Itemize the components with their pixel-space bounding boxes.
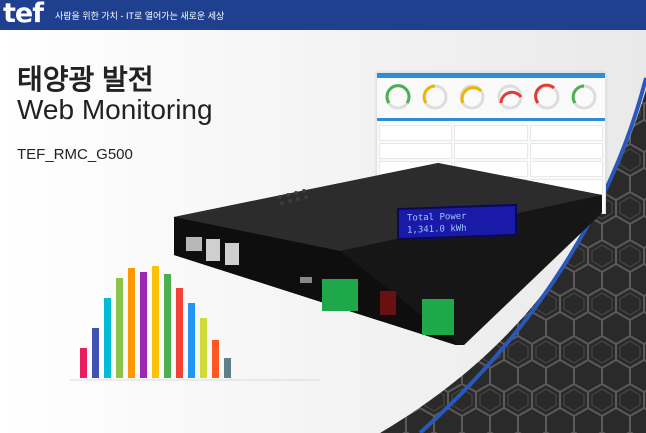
vent-grille: [278, 189, 308, 205]
bar-column: [92, 328, 99, 378]
title-korean: 태양광 발전: [17, 64, 154, 95]
dashboard-header: [377, 73, 605, 78]
gauge-icon: [385, 84, 411, 110]
usb-port: [206, 239, 220, 261]
device-top: [174, 163, 602, 251]
bar-column: [116, 278, 123, 378]
lcd-display: Total Power 1,341.0 kWh: [397, 203, 517, 241]
decorative-bar-graphic: [70, 266, 320, 381]
gauge-icon: [497, 84, 523, 110]
gauge-icon: [459, 84, 485, 110]
model-name: TEF_RMC_G500: [17, 146, 133, 163]
ethernet-port: [186, 237, 202, 251]
bar-column: [224, 358, 231, 378]
slogan: 사람을 위한 가치 - IT로 열어가는 새로운 세상: [55, 11, 225, 21]
blue-curve: [418, 77, 646, 433]
top-banner: tef 사람을 위한 가치 - IT로 열어가는 새로운 세상: [0, 0, 646, 30]
lcd-line: 1,341.0 kWh: [407, 223, 467, 236]
inverter-cell: [454, 143, 528, 159]
micro-usb-port: [300, 277, 312, 283]
terminal-block: [422, 299, 454, 335]
status-leds: [380, 291, 396, 315]
gauge-icon: [534, 83, 560, 110]
terminal-block: [322, 279, 358, 311]
inverter-cell: [529, 125, 603, 141]
inverter-cell: [529, 161, 603, 177]
bar-column: [176, 288, 183, 378]
bar-column: [212, 340, 219, 378]
bar-column: [140, 272, 147, 378]
gauge-row: [377, 78, 605, 116]
bar-column: [188, 303, 195, 378]
inverter-cell: [379, 125, 453, 141]
bar-column: [128, 268, 135, 378]
bar-column: [104, 298, 111, 378]
usb-port: [225, 243, 239, 265]
bar-column: [200, 318, 207, 378]
inverter-cell: [379, 143, 453, 159]
brand-logo: tef: [3, 0, 44, 29]
bar-column: [164, 274, 171, 378]
inverter-cell: [529, 143, 603, 159]
bar-column: [80, 348, 87, 378]
inverter-cell: [454, 125, 528, 141]
bar-column: [152, 266, 159, 378]
dashboard-section-bar: [377, 118, 605, 121]
gauge-icon: [571, 84, 597, 110]
title-english: Web Monitoring: [17, 94, 213, 125]
gauge-icon: [422, 84, 448, 110]
